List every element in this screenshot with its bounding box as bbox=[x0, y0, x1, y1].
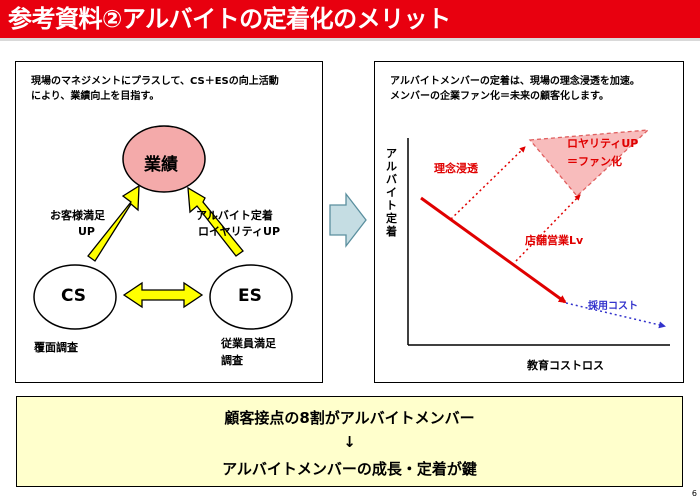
page-title: 参考資料②アルバイトの定着化のメリット bbox=[0, 0, 700, 38]
right-panel-description: アルバイトメンバーの定着は、現場の理念浸透を加速。 メンバーの企業ファン化＝未来… bbox=[390, 74, 680, 104]
node-gyoseki-label: 業績 bbox=[144, 155, 178, 175]
left-description-line2: により、業績向上を目指す。 bbox=[31, 91, 160, 102]
label-store-level: 店舗営業Lv bbox=[525, 234, 584, 247]
label-cost: 採用コスト bbox=[588, 301, 638, 312]
right-description-line1: アルバイトメンバーの定着は、現場の理念浸透を加速。 bbox=[390, 76, 640, 87]
es-caption: 従業員満足 調査 bbox=[221, 335, 276, 369]
footer-line2: アルバイトメンバーの成長・定着が鍵 bbox=[222, 460, 477, 478]
footer-down-arrow-icon: ↓ bbox=[343, 433, 356, 451]
left-description-line1: 現場のマネジメントにプラスして、CS＋ESの向上活動 bbox=[31, 76, 279, 87]
node-cs-label: CS bbox=[61, 286, 87, 306]
cs-caption: 覆面調査 bbox=[34, 341, 78, 354]
y-axis-label: アルバイト定着 bbox=[386, 147, 397, 238]
page-number: 6 bbox=[691, 489, 697, 498]
left-panel-description: 現場のマネジメントにプラスして、CS＋ESの向上活動 により、業績向上を目指す。 bbox=[31, 74, 316, 104]
header-divider bbox=[0, 38, 700, 41]
footer-line1: 顧客接点の8割がアルバイトメンバー bbox=[224, 409, 475, 427]
label-rinen: 理念浸透 bbox=[434, 162, 478, 175]
right-description-line2: メンバーの企業ファン化＝未来の顧客化します。 bbox=[390, 91, 609, 102]
label-loyalty-line2: ＝ファン化 bbox=[567, 155, 622, 168]
arrow-left-label: お客様満足 UP bbox=[50, 208, 105, 240]
es-caption-line2: 調査 bbox=[221, 354, 243, 367]
x-axis-label: 教育コストロス bbox=[527, 359, 604, 372]
arrow-right-label: アルバイト定着 ロイヤリティUP bbox=[196, 208, 280, 240]
es-caption-line1: 従業員満足 bbox=[221, 337, 276, 350]
footer-summary-box: 顧客接点の8割がアルバイトメンバー ↓ アルバイトメンバーの成長・定着が鍵 bbox=[16, 396, 683, 487]
label-loyalty: ロヤリティUP ＝ファン化 bbox=[567, 135, 638, 171]
chevron-arrow-icon bbox=[329, 192, 367, 248]
arrow-right-label-line2: ロイヤリティUP bbox=[198, 225, 281, 238]
arrow-right-label-line1: アルバイト定着 bbox=[196, 209, 273, 222]
label-loyalty-line1: ロヤリティUP bbox=[567, 137, 639, 150]
right-panel: アルバイトメンバーの定着は、現場の理念浸透を加速。 メンバーの企業ファン化＝未来… bbox=[374, 61, 684, 383]
node-es-label: ES bbox=[238, 286, 262, 306]
arrow-left-label-line2: UP bbox=[78, 225, 95, 238]
arrow-left-label-line1: お客様満足 bbox=[50, 209, 105, 222]
